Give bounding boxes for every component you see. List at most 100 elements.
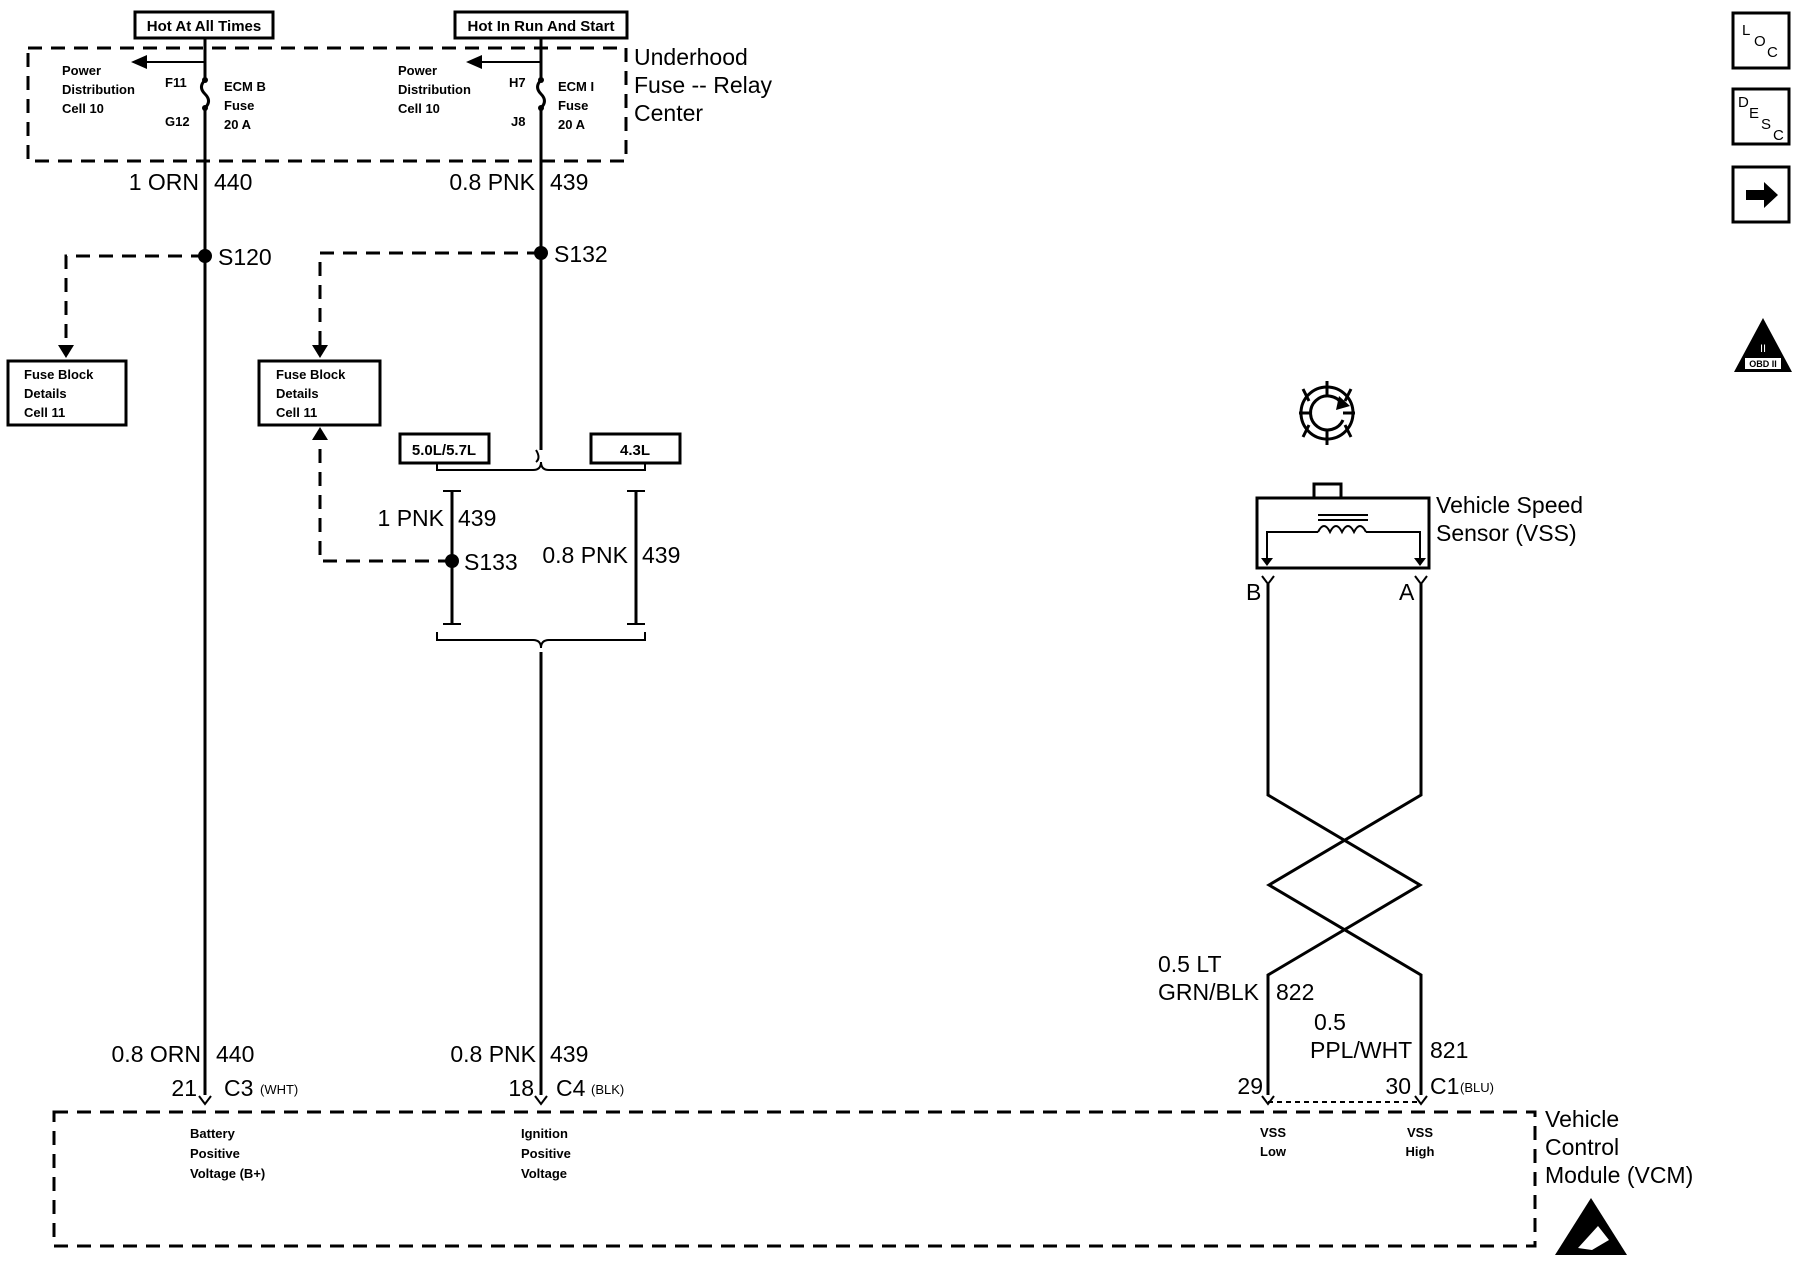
fuse-block-details-left: Fuse Block Details Cell 11 [6, 359, 128, 427]
svg-text:Control: Control [1545, 1134, 1619, 1160]
svg-text:PPL/WHT: PPL/WHT [1310, 1037, 1412, 1063]
vcm-vss-high: VSS High [1406, 1125, 1435, 1159]
svg-text:Low: Low [1260, 1144, 1287, 1159]
wire-821-label: 0.5 PPL/WHT 821 [1310, 1009, 1468, 1063]
svg-text:Sensor (VSS): Sensor (VSS) [1436, 520, 1577, 546]
pin-g12: G12 [165, 114, 190, 129]
wire-439-circuit: 439 [550, 169, 588, 195]
wire-439-b-circuit: 439 [642, 542, 680, 568]
loc-icon[interactable]: L O C [1731, 11, 1791, 70]
engine-option-5-0-5-7: 5.0L/5.7L [398, 432, 491, 465]
svg-text:L: L [1742, 22, 1750, 39]
connector-c3: C3 [224, 1075, 253, 1101]
svg-text:C: C [1767, 44, 1778, 61]
svg-text:Distribution: Distribution [398, 82, 471, 97]
splice-s120-label: S120 [218, 244, 272, 270]
svg-text:20 A: 20 A [558, 117, 586, 132]
coil-icon [1261, 514, 1426, 566]
svg-text:Ignition: Ignition [521, 1126, 568, 1141]
svg-text:VSS: VSS [1260, 1125, 1286, 1140]
wire-440-gauge: 1 ORN [129, 169, 199, 195]
wire-440-bottom-circuit: 440 [216, 1041, 254, 1067]
svg-text:Power: Power [62, 63, 101, 78]
wire-440-bottom-gauge: 0.8 ORN [112, 1041, 201, 1067]
svg-text:Voltage: Voltage [521, 1166, 567, 1181]
svg-text:Cell 11: Cell 11 [24, 405, 65, 420]
svg-text:ECM I: ECM I [558, 79, 594, 94]
ecm-b-fuse-label: ECM B Fuse 20 A [224, 79, 266, 132]
underhood-fuse-relay-center-box [26, 46, 628, 163]
svg-text:Vehicle Speed: Vehicle Speed [1436, 492, 1583, 518]
svg-text:Center: Center [634, 100, 703, 126]
svg-text:High: High [1406, 1144, 1435, 1159]
svg-text:5.0L/5.7L: 5.0L/5.7L [412, 442, 476, 459]
vss-pin-a: A [1399, 579, 1415, 605]
svg-text:Details: Details [24, 386, 67, 401]
svg-text:ECM B: ECM B [224, 79, 266, 94]
fuse-block-details-right: Fuse Block Details Cell 11 [257, 359, 382, 427]
vss-title: Vehicle Speed Sensor (VSS) [1436, 492, 1583, 546]
svg-text:D: D [1738, 94, 1749, 111]
power-distribution-right-label: Power Distribution Cell 10 [398, 63, 471, 116]
wire-822 [1266, 584, 1423, 1095]
svg-text:Hot In Run And Start: Hot In Run And Start [468, 18, 615, 35]
splice-s132-label: S132 [554, 241, 608, 267]
wire-439-b-gauge: 0.8 PNK [542, 542, 628, 568]
pin-j8: J8 [511, 114, 525, 129]
vcm-title: Vehicle Control Module (VCM) [1545, 1106, 1693, 1188]
vcm-ignition-positive-voltage: Ignition Positive Voltage [521, 1126, 571, 1181]
svg-text:Vehicle: Vehicle [1545, 1106, 1619, 1132]
svg-text:O: O [1754, 33, 1766, 50]
svg-text:E: E [1749, 105, 1759, 122]
svg-text:C: C [1773, 127, 1784, 144]
wire-439-bottom-circuit: 439 [550, 1041, 588, 1067]
svg-text:Battery: Battery [190, 1126, 236, 1141]
svg-text:4.3L: 4.3L [620, 442, 650, 459]
svg-text:Underhood: Underhood [634, 44, 748, 70]
underhood-fuse-relay-center-title: Underhood Fuse -- Relay Center [634, 44, 773, 126]
vcm-vss-low: VSS Low [1260, 1125, 1287, 1159]
wire-440-circuit: 440 [214, 169, 252, 195]
svg-text:Voltage (B+): Voltage (B+) [190, 1166, 265, 1181]
svg-text:Details: Details [276, 386, 319, 401]
right-arrow-icon[interactable] [1731, 165, 1791, 224]
esd-warning-icon [1555, 1198, 1627, 1255]
svg-text:20 A: 20 A [224, 117, 252, 132]
desc-icon[interactable]: D E S C [1731, 87, 1791, 146]
svg-text:Fuse -- Relay: Fuse -- Relay [634, 72, 773, 98]
connector-c4: C4 [556, 1075, 586, 1101]
svg-text:Hot At All Times: Hot At All Times [147, 18, 261, 35]
wire-439-gauge: 0.8 PNK [449, 169, 535, 195]
svg-text:Distribution: Distribution [62, 82, 135, 97]
option-brace-bottom [436, 632, 646, 649]
vss-sensor-body [1255, 496, 1431, 570]
hot-in-run-and-start-label: Hot In Run And Start [453, 10, 629, 40]
power-distribution-left-label: Power Distribution Cell 10 [62, 63, 135, 116]
svg-text:VSS: VSS [1407, 1125, 1433, 1140]
svg-text:Positive: Positive [521, 1146, 571, 1161]
wire-439-bottom-gauge: 0.8 PNK [450, 1041, 536, 1067]
connector-c4-color: (BLK) [591, 1082, 624, 1097]
power-distribution-arrow [131, 55, 147, 69]
svg-text:821: 821 [1430, 1037, 1468, 1063]
wire-439-a-gauge: 1 PNK [378, 505, 445, 531]
svg-text:Module (VCM): Module (VCM) [1545, 1162, 1693, 1188]
svg-text:822: 822 [1276, 979, 1314, 1005]
svg-text:Power: Power [398, 63, 437, 78]
ecm-i-fuse-symbol [536, 78, 546, 110]
vcm-battery-positive-voltage: Battery Positive Voltage (B+) [190, 1126, 265, 1181]
svg-text:Fuse: Fuse [558, 98, 588, 113]
svg-text:Cell 10: Cell 10 [62, 101, 104, 116]
hot-at-all-times-label: Hot At All Times [133, 10, 275, 40]
svg-text:Fuse Block: Fuse Block [276, 367, 346, 382]
connector-c1-pin-29: 29 [1237, 1073, 1263, 1099]
svg-text:Positive: Positive [190, 1146, 240, 1161]
connector-c4-pin: 18 [508, 1075, 534, 1101]
wire-822-label: 0.5 LT GRN/BLK 822 [1158, 951, 1314, 1005]
wire-821 [1266, 584, 1423, 1095]
connector-c1: C1 [1430, 1073, 1459, 1099]
svg-text:Cell 10: Cell 10 [398, 101, 440, 116]
connector-c3-color: (WHT) [260, 1082, 298, 1097]
vss-pin-b: B [1246, 579, 1261, 605]
